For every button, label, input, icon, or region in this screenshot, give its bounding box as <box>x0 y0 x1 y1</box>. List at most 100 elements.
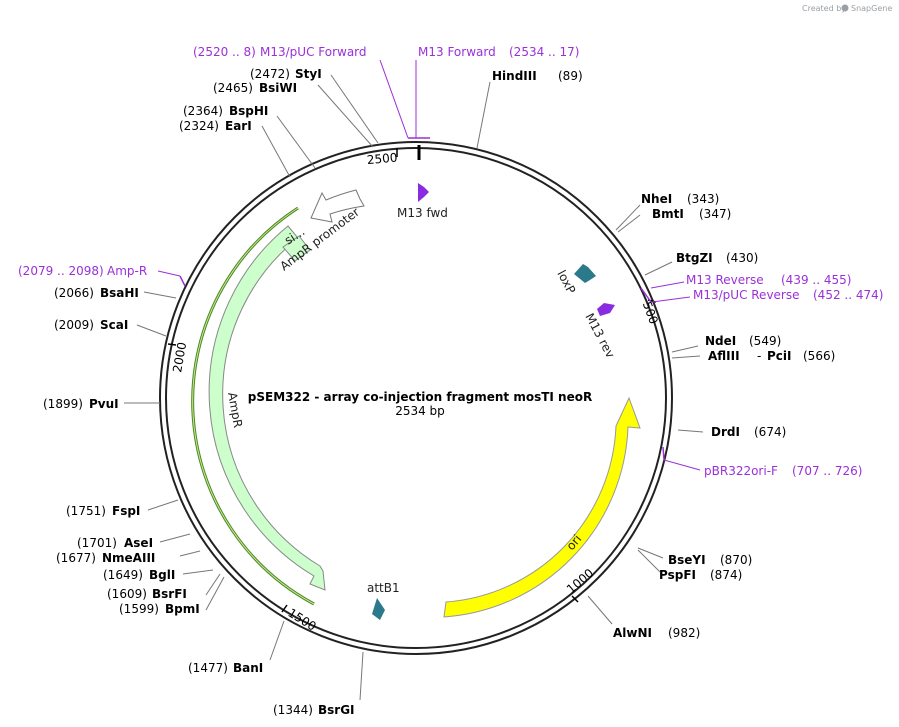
site-name: StyI <box>295 67 322 81</box>
site-nhei[interactable]: NheI (343) <box>641 192 719 206</box>
site-pos: (2472) <box>250 67 290 81</box>
tick-label-2000: 2000 <box>170 341 189 374</box>
site-pos: (89) <box>558 69 583 83</box>
primer-amp-r[interactable]: (2079 .. 2098) Amp-R <box>18 264 147 278</box>
site-bsahi[interactable]: (2066) BsaHI <box>54 286 139 300</box>
ampr-label: AmpR <box>225 391 245 429</box>
m13-fwd-label: M13 fwd <box>397 206 448 220</box>
loxp-label: loxP <box>554 268 578 296</box>
site-btgzi[interactable]: BtgZI (430) <box>676 251 758 265</box>
tick-label-1000: 1000 <box>564 566 596 596</box>
site-hindiii[interactable]: HindIII (89) <box>492 69 583 83</box>
primer-pbr322-bar <box>662 446 665 461</box>
primer-m13-reverse[interactable]: M13 Reverse (439 .. 455) <box>686 273 851 287</box>
site-pos: (2324) <box>179 119 219 133</box>
attb1-arrow <box>372 598 385 620</box>
site-name: BmtI <box>652 207 684 221</box>
signal-segment <box>282 235 311 262</box>
site-name: AflIII <box>708 349 740 363</box>
site-name: AlwNI <box>613 626 652 640</box>
site-name: BsaHI <box>100 286 139 300</box>
site-pos: (566) <box>803 349 835 363</box>
primer-name: pBR322ori-F <box>704 464 778 478</box>
site-afliii-pcii[interactable]: AflIII - PciI (566) <box>708 349 835 363</box>
site-bani[interactable]: (1477) BanI <box>188 661 263 675</box>
site-name: BsiWI <box>259 81 297 95</box>
site-bseyi[interactable]: BseYI (870) <box>668 553 752 567</box>
site-bpmi[interactable]: (1599) BpmI <box>119 602 200 616</box>
site-name: BseYI <box>668 553 706 567</box>
site-name: BglI <box>149 568 175 582</box>
site-bmti[interactable]: BmtI (347) <box>652 207 731 221</box>
primer-range: (2079 .. 2098) <box>18 264 104 278</box>
site-pos: (1677) <box>56 551 96 565</box>
site-pos: (874) <box>710 568 742 582</box>
plasmid-name: pSEM322 - array co-injection fragment mo… <box>248 390 592 404</box>
ori-feature <box>443 396 641 618</box>
site-pos: (1344) <box>273 703 313 717</box>
site-pos: (674) <box>754 425 786 439</box>
site-pos: (1899) <box>43 397 83 411</box>
primer-name: M13 Reverse <box>686 273 764 287</box>
site-drdi[interactable]: DrdI (674) <box>711 425 786 439</box>
m13-rev-label: M13 rev <box>582 311 617 360</box>
tick-1000 <box>571 595 579 603</box>
primer-m13-forward[interactable]: M13 Forward (2534 .. 17) <box>418 45 579 59</box>
backbone-outer <box>159 141 673 655</box>
ampr-promoter-feature <box>310 189 365 223</box>
primer-pbr322ori-f[interactable]: pBR322ori-F (707 .. 726) <box>704 464 862 478</box>
site-pos: (2364) <box>183 104 223 118</box>
site-name: AseI <box>124 536 153 550</box>
tick-1500 <box>281 604 288 613</box>
site-bsrfi[interactable]: (1609) BsrFI <box>107 587 187 601</box>
site-pos: (1751) <box>66 504 106 518</box>
site-ndei[interactable]: NdeI (549) <box>705 334 781 348</box>
site-name: BsrGI <box>318 703 355 717</box>
site-pos: (2009) <box>54 318 94 332</box>
site-name: NdeI <box>705 334 736 348</box>
site-styi[interactable]: (2472) StyI <box>250 67 322 81</box>
site-pos: (1599) <box>119 602 159 616</box>
site-pspfi[interactable]: PspFI (874) <box>659 568 742 582</box>
site-pos: (870) <box>720 553 752 567</box>
m13-fwd-arrow <box>418 183 429 202</box>
site-pos: (343) <box>687 192 719 206</box>
site-name: BanI <box>233 661 263 675</box>
site-pos: (430) <box>726 251 758 265</box>
plasmid-length: 2534 bp <box>395 404 445 418</box>
site-asei[interactable]: (1701) AseI <box>77 536 153 550</box>
primer-m13-puc-forward[interactable]: (2520 .. 8) M13/pUC Forward <box>193 45 367 59</box>
tick-label-1500: 1500 <box>285 606 318 634</box>
site-fspi[interactable]: (1751) FspI <box>66 504 140 518</box>
watermark-created-by: Created by <box>802 4 846 13</box>
site-pos: (1701) <box>77 536 117 550</box>
site-scai[interactable]: (2009) ScaI <box>54 318 128 332</box>
primer-m13-rev-bar <box>640 287 652 303</box>
primer-range: (707 .. 726) <box>792 464 862 478</box>
primer-range: (2534 .. 17) <box>509 45 579 59</box>
leader-lines <box>124 74 704 701</box>
primer-m13-puc-reverse[interactable]: M13/pUC Reverse (452 .. 474) <box>693 288 883 302</box>
site-bsrgi[interactable]: (1344) BsrGI <box>273 703 355 717</box>
primer-range: (2520 .. 8) <box>193 45 256 59</box>
loxp-arrow <box>574 264 596 283</box>
site-nmeaiii[interactable]: (1677) NmeAIII <box>56 551 155 565</box>
snapgene-logo-icon <box>841 4 849 12</box>
site-bgli[interactable]: (1649) BglI <box>103 568 175 582</box>
site-bsphi[interactable]: (2364) BspHI <box>183 104 268 118</box>
site-name: BpmI <box>165 602 200 616</box>
primer-name: M13/pUC Forward <box>260 45 367 59</box>
primer-ampr-bar <box>179 275 186 287</box>
site-name: ScaI <box>100 318 128 332</box>
site-alwni[interactable]: AlwNI (982) <box>613 626 700 640</box>
site-pos: (2066) <box>54 286 94 300</box>
tick-label-2500: 2500 <box>366 151 398 168</box>
site-bsiwi[interactable]: (2465) BsiWI <box>213 81 297 95</box>
site-pvui[interactable]: (1899) PvuI <box>43 397 119 411</box>
primer-name: M13/pUC Reverse <box>693 288 800 302</box>
site-name: PvuI <box>89 397 119 411</box>
site-pos: (1649) <box>103 568 143 582</box>
site-pos: (1609) <box>107 587 147 601</box>
site-eari[interactable]: (2324) EarI <box>179 119 252 133</box>
